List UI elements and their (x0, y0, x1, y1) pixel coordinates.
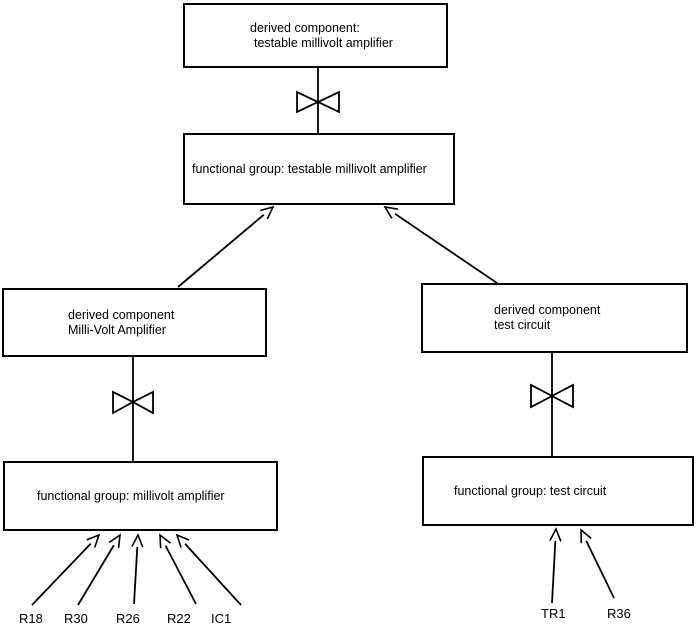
node-derived-component-milli-volt-amplifier[interactable]: derived component Milli-Volt Amplifier (2, 288, 267, 357)
leaf-part-r36[interactable]: R36 (607, 606, 631, 621)
leaf-part-r22[interactable]: R22 (167, 611, 191, 626)
leaf-part-r18[interactable]: R18 (19, 611, 43, 626)
node-label: functional group: millivolt amplifier (37, 488, 225, 503)
node-derived-component-testable-millivolt-amplifier[interactable]: derived component: testable millivolt am… (183, 3, 448, 68)
arrow-r22-to-fg-mv (159, 533, 197, 605)
bowtie-icon-top (296, 90, 340, 114)
bowtie-icon-right (530, 383, 574, 409)
node-functional-group-test-circuit[interactable]: functional group: test circuit (422, 456, 694, 526)
arrow-r36-to-fg-tc (580, 528, 615, 599)
leaf-part-tr1[interactable]: TR1 (541, 606, 566, 621)
node-label: derived component (494, 303, 601, 317)
node-functional-group-millivolt-amplifier[interactable]: functional group: millivolt amplifier (3, 461, 278, 531)
node-label: functional group: test circuit (454, 483, 607, 498)
arrow-tr1-to-fg-tc (549, 527, 562, 604)
node-label: derived component (68, 307, 175, 322)
arrow-r18-to-fg-mv (31, 533, 101, 606)
arrow-r26-to-fg-mv (131, 533, 144, 605)
arrow-r30-to-fg-mv (77, 533, 121, 606)
node-label: derived component: (250, 20, 360, 35)
leaf-part-r30[interactable]: R30 (64, 611, 88, 626)
arrow-derived-tc-to-fg-testable (383, 205, 498, 284)
node-label: functional group: testable millivolt amp… (192, 161, 427, 176)
node-label: Milli-Volt Amplifier (68, 322, 166, 337)
node-derived-component-test-circuit[interactable]: derived component test circuit (421, 283, 688, 353)
node-functional-group-testable-millivolt-amplifier[interactable]: functional group: testable millivolt amp… (183, 133, 455, 205)
bowtie-icon-left (112, 390, 154, 415)
node-label: testable millivolt amplifier (254, 35, 393, 50)
leaf-part-r26[interactable]: R26 (116, 611, 140, 626)
arrow-derived-mv-to-fg-testable (177, 205, 275, 288)
leaf-part-ic1[interactable]: IC1 (211, 611, 232, 626)
node-label: test circuit (494, 318, 551, 332)
arrow-ic1-to-fg-mv (175, 533, 242, 606)
